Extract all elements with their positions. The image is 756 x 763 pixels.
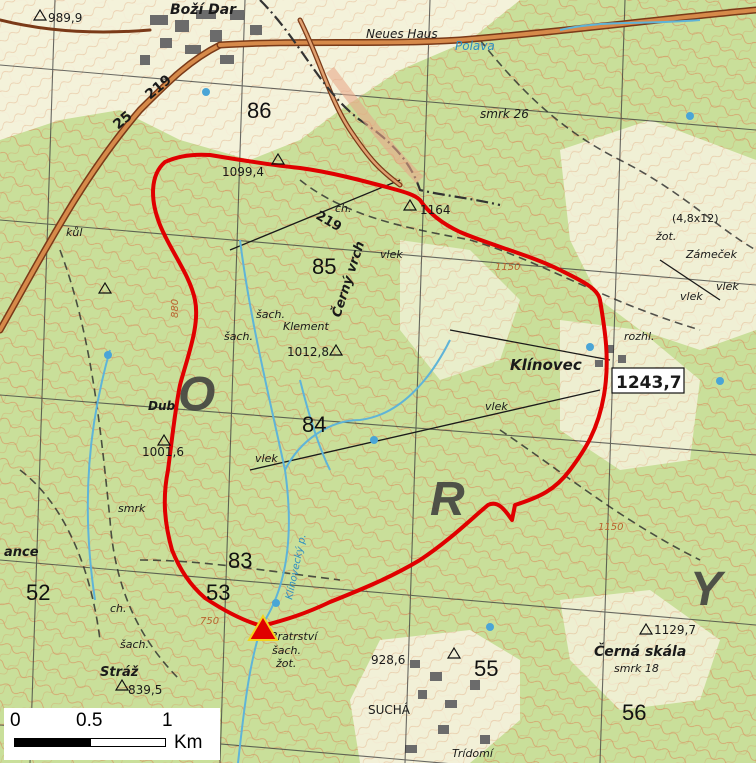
elev-839-label: 839,5 [128,683,162,697]
kul-label: kůl [66,226,82,239]
grid-label-56: 56 [622,700,646,725]
grid-label-55: 55 [474,656,498,681]
vlek-label-4: vlek [680,290,703,303]
cerna-skala-label: Černá skála [594,642,686,660]
elev-989-label: 989,9 [48,11,82,25]
zot-label: žot. [655,230,676,243]
contour-750-label: 750 [200,616,219,627]
elev-1001-label: 1001,6 [142,445,184,459]
grid-label-85: 85 [312,254,336,279]
triangle-icon [247,614,279,641]
tridomi-label: Trídomí [452,747,495,760]
elev-1099-label: 1099,4 [222,165,264,179]
ch-label-2: ch. [110,602,127,615]
vlek-label-5: vlek [716,280,739,293]
state-border [259,0,501,207]
roads [0,6,756,334]
town-bozi-dar: Boží Dar [170,2,237,18]
smrk-26-label: smrk 26 [480,107,529,121]
village-bozi-dar [140,10,262,65]
scale-segment-1 [14,738,90,747]
vlek-label-3: vlek [485,400,508,413]
forest-paths [19,39,756,681]
region-letter-o: O [178,368,215,421]
streams [86,19,701,763]
catchment-boundary [151,152,609,628]
grid-label-86: 86 [247,98,271,123]
ch-label-1: ch. [335,202,352,215]
box-48-label: (4,8x12) [672,212,719,225]
elev-928-label: 928,6 [371,653,405,667]
grid-label-52: 52 [26,580,50,605]
ski-lifts [229,179,721,471]
contour-1150-label-a: 1150 [495,262,520,273]
scale-unit: Km [174,732,203,753]
scale-bar: 0 0.5 1 Km [4,708,220,760]
scale-tick-1: 1 [162,710,173,731]
polava-label: Polava [455,39,495,53]
grid-label-84: 84 [302,412,326,437]
vlek-label-1: vlek [380,248,403,261]
elev-1129-label: 1129,7 [654,623,696,637]
smrk-21-label: smrk [118,502,146,515]
sucha-label: SUCHÁ [368,702,411,717]
zamecek-label: Zámeček [685,248,738,261]
sach-label-2: šach. [224,330,253,343]
grid-label-83: 83 [228,548,252,573]
region-letter-r: R [430,473,465,526]
elev-1164-label: 1164 [420,203,451,217]
scale-tick-half: 0.5 [76,710,103,731]
village-sucha [405,660,490,753]
sach-label-4: šach. [120,638,149,651]
klement-label: Klement [283,320,329,333]
trig-points [32,8,654,691]
rozhl-label: rozhl. [624,330,655,343]
region-letter-y: Y [690,563,726,616]
elev-1012-label: 1012,8 [287,345,329,359]
springs [104,88,724,631]
neues-haus-label: Neues Haus [366,27,438,41]
dub-label: Dub [148,399,176,413]
elev-1243-label: 1243,7 [616,373,682,393]
grid-label-53: 53 [206,580,230,605]
sach-label-1: šach. [256,308,285,321]
contour-880-label: 880 [170,299,181,318]
zot-label-2: žot. [275,657,296,670]
ance-label: ance [4,545,39,560]
smrk-18-label: smrk 18 [614,662,659,675]
contour-1150-label-b: 1150 [598,522,623,533]
klinovec-label: Klínovec [510,356,582,374]
border-strip [326,66,424,184]
scale-segment-2 [90,738,166,747]
bratrstvi-label: Bratrství [270,630,319,643]
vlek-label-2: vlek [255,452,278,465]
summit-box [611,367,685,394]
scale-tick-0: 0 [10,710,21,731]
sach-label-3: šach. [272,644,301,657]
straz-label: Stráž [100,665,139,680]
village-klinovec [595,345,626,367]
